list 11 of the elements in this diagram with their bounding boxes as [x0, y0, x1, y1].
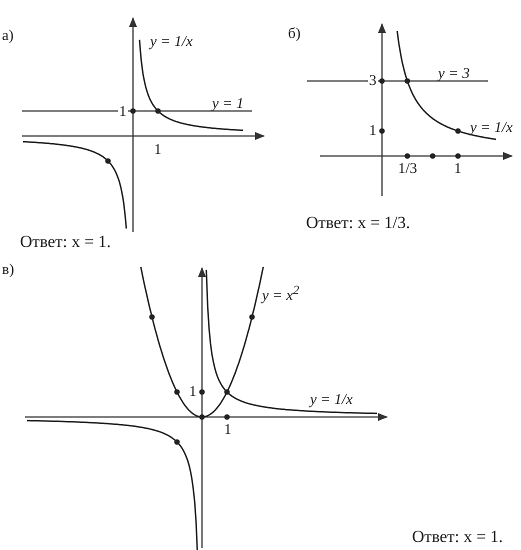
answer-text: Ответ: x = 1. — [412, 528, 503, 547]
function-label: y = 1 — [212, 96, 244, 112]
answer-text: Ответ: x = 1. — [20, 233, 111, 252]
function-label: y = 1/x — [150, 34, 193, 50]
panel-label: а) — [2, 28, 14, 44]
panel-label: в) — [2, 262, 14, 278]
panel-label: б) — [288, 26, 301, 42]
function-label: y = 3 — [438, 66, 470, 82]
function-label: y = 1/x — [310, 392, 353, 408]
function-label: y = x$^{2}$ — [262, 284, 300, 304]
answer-text: Ответ: x = 1/3. — [306, 214, 410, 233]
